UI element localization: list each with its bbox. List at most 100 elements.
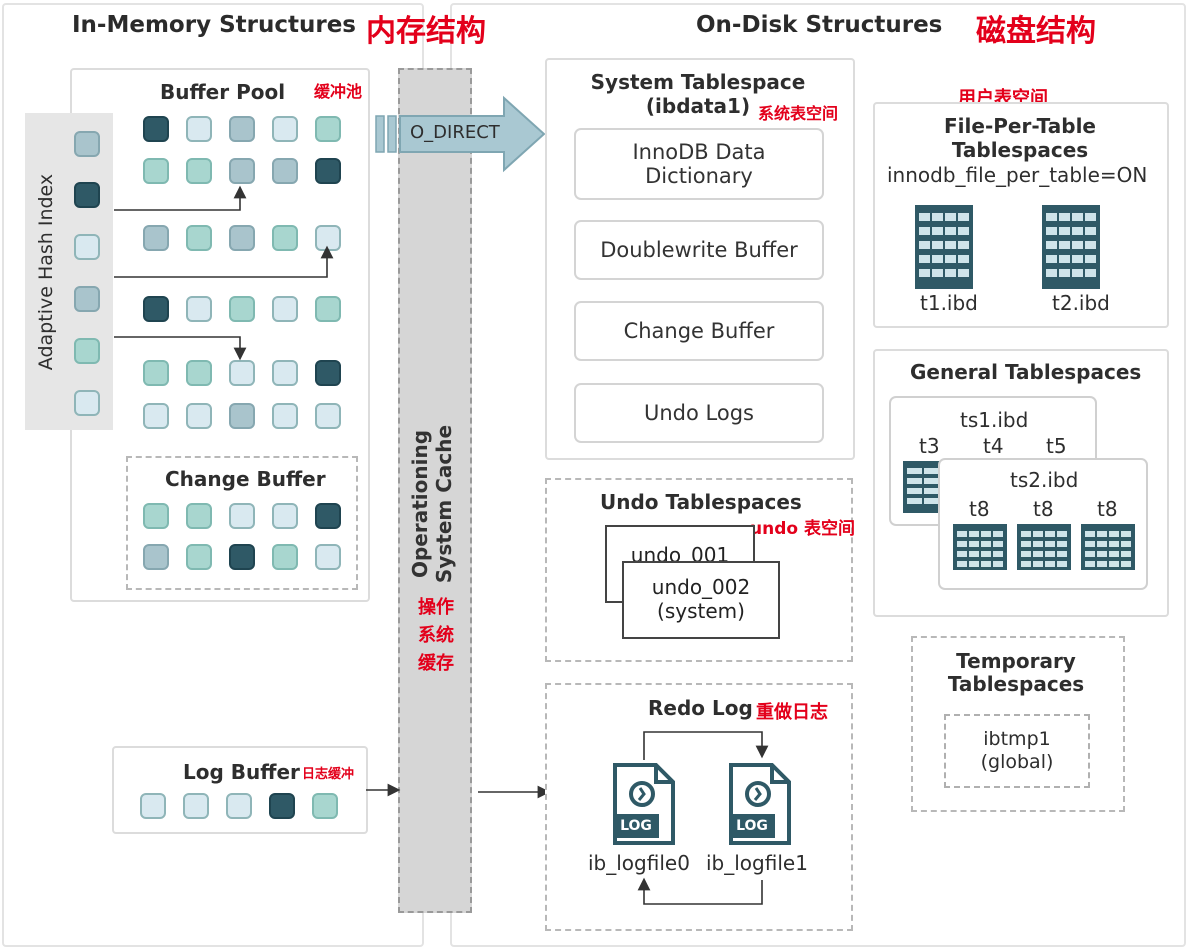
hash-entry	[74, 338, 100, 364]
log-buffer-page	[269, 793, 295, 819]
log-buffer-title: Log Buffer	[183, 760, 300, 784]
table-icon	[903, 461, 941, 513]
buffer-page	[186, 403, 212, 429]
buffer-page	[186, 225, 212, 251]
table-icon	[915, 205, 973, 289]
on-disk-header-cn: 磁盘结构	[976, 14, 1096, 49]
data-dictionary-box: InnoDB Data Dictionary	[574, 128, 824, 200]
hash-entry	[74, 131, 100, 157]
hash-entry	[74, 286, 100, 312]
buffer-page	[143, 116, 169, 142]
general-tablespaces-title: General Tablespaces	[910, 360, 1142, 384]
table-icon	[1017, 524, 1071, 570]
adaptive-hash-index-label: Adaptive Hash Index	[35, 173, 57, 371]
ts1-ibd-label: ts1.ibd	[960, 408, 1029, 432]
system-tablespace-title: System Tablespace (ibdata1)	[590, 70, 806, 118]
buffer-pool-cn: 缓冲池	[314, 82, 363, 101]
buffer-page	[315, 116, 341, 142]
buffer-page	[315, 296, 341, 322]
file-per-table-setting: innodb_file_per_table=ON	[887, 163, 1148, 187]
buffer-page	[315, 403, 341, 429]
log-file-icon	[729, 763, 791, 845]
ts2-table-label: t8	[1097, 497, 1118, 521]
hash-pointer-arrows	[114, 185, 334, 361]
file-per-table-title: File-Per-Table Tablespaces	[944, 114, 1096, 162]
log-buffer-page	[140, 793, 166, 819]
hash-entry	[74, 182, 100, 208]
change-buffer-page	[143, 503, 169, 529]
t1-ibd-label: t1.ibd	[920, 291, 978, 315]
redo-log-cn: 重做日志	[756, 702, 828, 723]
system-tablespace-cn: 系统表空间	[758, 104, 839, 123]
buffer-page	[229, 403, 255, 429]
ib-logfile0-label: ib_logfile0	[588, 851, 690, 875]
ts2-table-label: t8	[1033, 497, 1054, 521]
log-buffer-page	[312, 793, 338, 819]
undo-002-file: undo_002 (system)	[622, 561, 780, 639]
log-file-icon-text: LOG	[736, 818, 768, 834]
buffer-page	[229, 116, 255, 142]
ts2-ibd-label: ts2.ibd	[1010, 468, 1079, 492]
buffer-page	[186, 360, 212, 386]
ts1-table-label: t3	[919, 434, 940, 458]
buffer-page	[229, 158, 255, 184]
temporary-tablespaces-title: Temporary Tablespaces	[947, 649, 1085, 696]
in-memory-header-cn: 内存结构	[366, 14, 486, 49]
ibtmp1-box: ibtmp1 (global)	[944, 714, 1090, 788]
log-buffer-panel	[112, 746, 368, 834]
buffer-page	[229, 225, 255, 251]
buffer-pool-title: Buffer Pool	[160, 80, 286, 104]
buffer-page	[186, 158, 212, 184]
change-buffer-title: Change Buffer	[165, 467, 326, 491]
buffer-page	[143, 158, 169, 184]
change-buffer-page	[229, 544, 255, 570]
o-direct-arrow	[375, 95, 546, 173]
change-buffer-page	[315, 544, 341, 570]
buffer-page	[229, 360, 255, 386]
change-buffer-page	[186, 544, 212, 570]
change-buffer-page	[143, 544, 169, 570]
buffer-page	[272, 403, 298, 429]
buffer-page	[315, 158, 341, 184]
buffer-page	[272, 116, 298, 142]
redo-cycle-arrows	[637, 731, 769, 905]
ts1-table-label: t4	[983, 434, 1004, 458]
log-buffer-page	[226, 793, 252, 819]
ts1-table-label: t5	[1046, 434, 1067, 458]
table-icon	[953, 524, 1007, 570]
change-buffer-disk-box: Change Buffer	[574, 301, 824, 361]
t2-ibd-label: t2.ibd	[1052, 291, 1110, 315]
buffer-page	[186, 296, 212, 322]
change-buffer-page	[315, 503, 341, 529]
buffer-page	[315, 360, 341, 386]
log-file-icon-text: LOG	[620, 818, 652, 834]
buffer-page	[272, 360, 298, 386]
change-buffer-page	[272, 544, 298, 570]
buffer-page	[272, 225, 298, 251]
buffer-page	[272, 296, 298, 322]
buffer-page	[143, 360, 169, 386]
ib-logfile1-label: ib_logfile1	[706, 851, 808, 875]
hash-entry	[74, 234, 100, 260]
buffer-page	[143, 403, 169, 429]
redo-log-panel	[545, 683, 853, 931]
redo-log-title: Redo Log	[648, 696, 753, 720]
change-buffer-page	[272, 503, 298, 529]
os-cache-column	[398, 68, 472, 913]
hash-entry	[74, 390, 100, 416]
buffer-page	[229, 296, 255, 322]
table-icon	[1042, 205, 1100, 289]
log-buffer-cn: 日志缓冲	[302, 767, 355, 782]
undo-logs-box: Undo Logs	[574, 383, 824, 443]
buffer-page	[186, 116, 212, 142]
buffer-page	[143, 296, 169, 322]
log-buffer-page	[183, 793, 209, 819]
change-buffer-page	[229, 503, 255, 529]
log-file-icon	[613, 763, 675, 845]
os-cache-label: Operationing System Cache	[408, 424, 456, 584]
buffer-page	[143, 225, 169, 251]
undo-tablespaces-title: Undo Tablespaces	[600, 490, 802, 514]
table-icon	[1081, 524, 1135, 570]
on-disk-header: On-Disk Structures	[696, 12, 943, 38]
adaptive-hash-index	[25, 113, 113, 430]
